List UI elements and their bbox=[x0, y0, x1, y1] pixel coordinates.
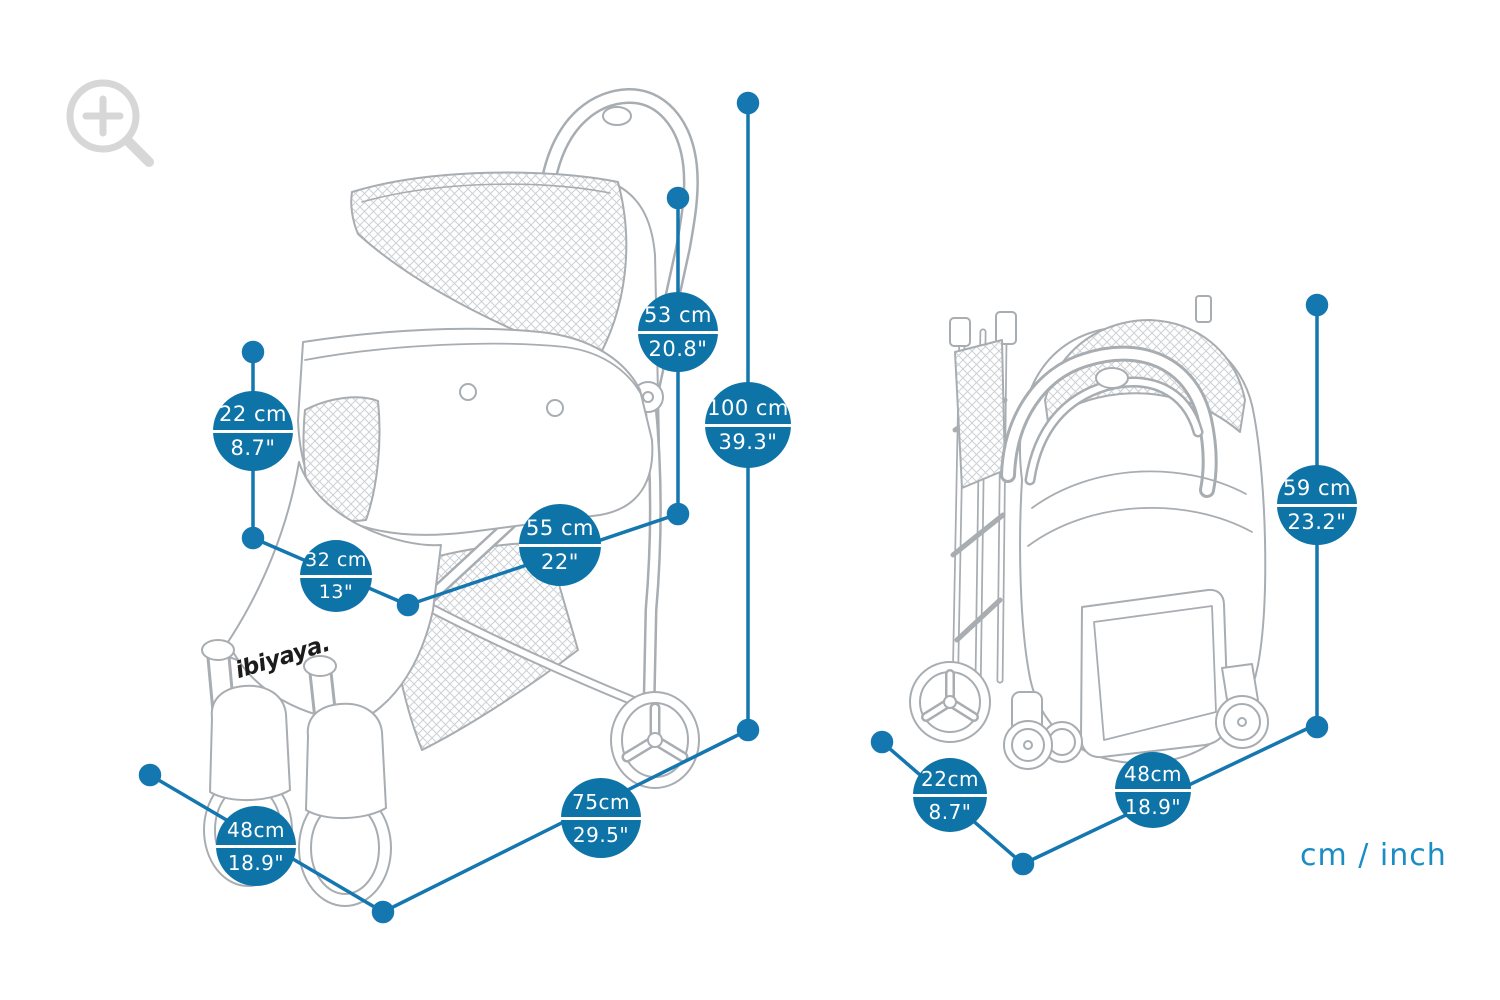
badge-open-55cm: 55 cm 22" bbox=[519, 504, 601, 586]
badge-divider bbox=[561, 816, 641, 820]
badge-open-53cm: 53 cm 20.8" bbox=[638, 292, 718, 372]
badge-inch-value: 13" bbox=[318, 580, 354, 603]
badge-cm-value: 48cm bbox=[227, 817, 285, 842]
badge-cm-value: 55 cm bbox=[526, 515, 594, 540]
badge-inch-value: 23.2" bbox=[1287, 509, 1347, 534]
badge-open-32cm: 32 cm 13" bbox=[300, 540, 372, 612]
zoom-in-icon[interactable] bbox=[66, 79, 154, 167]
badge-divider bbox=[213, 429, 293, 433]
badge-inch-value: 29.5" bbox=[572, 822, 630, 847]
badge-open-48cm: 48cm 18.9" bbox=[216, 806, 296, 886]
badge-folded-59cm: 59 cm 23.2" bbox=[1277, 465, 1357, 545]
badge-divider bbox=[300, 574, 372, 578]
badge-cm-value: 53 cm bbox=[644, 302, 712, 327]
badge-cm-value: 32 cm bbox=[305, 548, 367, 571]
badge-open-100cm: 100 cm 39.3" bbox=[705, 382, 791, 468]
badge-divider bbox=[913, 793, 987, 797]
badge-inch-value: 18.9" bbox=[227, 850, 285, 875]
badge-inch-value: 39.3" bbox=[718, 429, 778, 454]
unit-legend: cm / inch bbox=[1300, 838, 1447, 873]
badge-divider bbox=[216, 844, 296, 848]
badge-divider bbox=[519, 543, 601, 547]
badge-divider bbox=[1277, 503, 1357, 507]
badge-cm-value: 22cm bbox=[921, 766, 979, 791]
badge-cm-value: 59 cm bbox=[1283, 475, 1351, 500]
badge-inch-value: 8.7" bbox=[230, 435, 276, 460]
badge-inch-value: 18.9" bbox=[1124, 794, 1182, 819]
badge-cm-value: 48cm bbox=[1124, 761, 1182, 786]
badge-open-75cm: 75cm 29.5" bbox=[561, 778, 641, 858]
badge-open-22cm: 22 cm 8.7" bbox=[213, 391, 293, 471]
badge-divider bbox=[638, 330, 718, 334]
badge-inch-value: 20.8" bbox=[648, 336, 708, 361]
badge-divider bbox=[705, 423, 791, 427]
badge-inch-value: 8.7" bbox=[928, 799, 972, 824]
stroller-folded-drawing bbox=[909, 295, 1269, 770]
badge-inch-value: 22" bbox=[541, 549, 579, 574]
badge-cm-value: 100 cm bbox=[707, 395, 789, 420]
badge-folded-48cm: 48cm 18.9" bbox=[1115, 752, 1191, 828]
stroller-open-drawing bbox=[201, 88, 700, 907]
badge-cm-value: 22 cm bbox=[219, 401, 287, 426]
badge-divider bbox=[1115, 788, 1191, 792]
badge-cm-value: 75cm bbox=[572, 789, 630, 814]
badge-folded-22cm: 22cm 8.7" bbox=[913, 758, 987, 832]
